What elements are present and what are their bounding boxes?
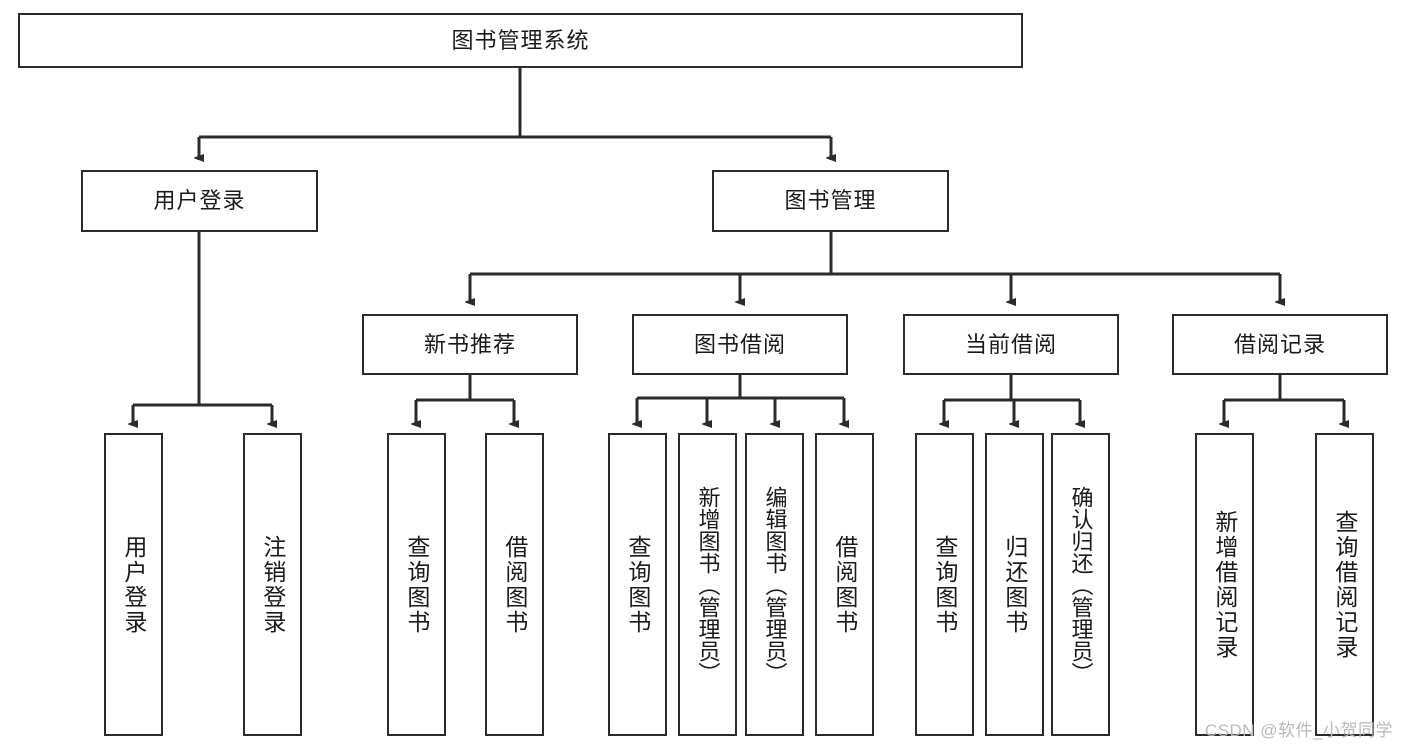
node-book-manage[interactable]: 图书管理 <box>712 170 949 232</box>
node-label: 查询借阅记录 <box>1331 509 1358 660</box>
node-label: 查询图书 <box>624 534 651 635</box>
node-book-borrow[interactable]: 图书借阅 <box>632 314 848 375</box>
node-new-book-recommend[interactable]: 新书推荐 <box>362 314 578 375</box>
node-leaf-confirm-return[interactable]: 确认归还（管理员） <box>1051 433 1110 736</box>
node-label: 新增借阅记录 <box>1211 509 1238 660</box>
node-leaf-borrow-book-2[interactable]: 借阅图书 <box>815 433 874 736</box>
node-leaf-edit-book[interactable]: 编辑图书（管理员） <box>745 433 804 736</box>
node-borrow-record[interactable]: 借阅记录 <box>1172 314 1388 375</box>
node-label: 查询图书 <box>931 534 958 635</box>
node-label: 查询图书 <box>403 534 430 635</box>
node-leaf-logout[interactable]: 注销登录 <box>243 433 302 736</box>
node-leaf-query-book-3[interactable]: 查询图书 <box>915 433 974 736</box>
node-leaf-add-record[interactable]: 新增借阅记录 <box>1195 433 1254 736</box>
node-label: 归还图书 <box>1001 534 1028 635</box>
node-label: 图书管理系统 <box>451 27 590 53</box>
node-label: 编辑图书（管理员） <box>762 485 788 684</box>
node-leaf-query-book-2[interactable]: 查询图书 <box>608 433 667 736</box>
node-label: 注销登录 <box>259 534 286 635</box>
node-label: 借阅记录 <box>1233 331 1326 357</box>
watermark-text: CSDN @软件_小贺同学 <box>1204 721 1393 740</box>
node-leaf-query-record[interactable]: 查询借阅记录 <box>1315 433 1374 736</box>
node-label: 确认归还（管理员） <box>1068 485 1094 684</box>
node-leaf-return-book[interactable]: 归还图书 <box>985 433 1044 736</box>
node-label: 当前借阅 <box>964 331 1057 357</box>
node-leaf-user-login[interactable]: 用户登录 <box>104 433 163 736</box>
node-label: 新书推荐 <box>423 331 516 357</box>
node-user-login[interactable]: 用户登录 <box>81 170 318 232</box>
node-leaf-add-book[interactable]: 新增图书（管理员） <box>678 433 737 736</box>
node-leaf-query-book-1[interactable]: 查询图书 <box>387 433 446 736</box>
node-label: 借阅图书 <box>501 534 528 635</box>
node-label: 借阅图书 <box>831 534 858 635</box>
node-root-book-management-system[interactable]: 图书管理系统 <box>18 13 1023 68</box>
node-label: 用户登录 <box>120 534 147 635</box>
node-label: 用户登录 <box>153 188 246 213</box>
node-current-borrow[interactable]: 当前借阅 <box>903 314 1119 375</box>
node-label: 新增图书（管理员） <box>695 485 721 684</box>
node-label: 图书借阅 <box>693 331 786 357</box>
node-label: 图书管理 <box>784 188 877 213</box>
node-leaf-borrow-book-1[interactable]: 借阅图书 <box>485 433 544 736</box>
